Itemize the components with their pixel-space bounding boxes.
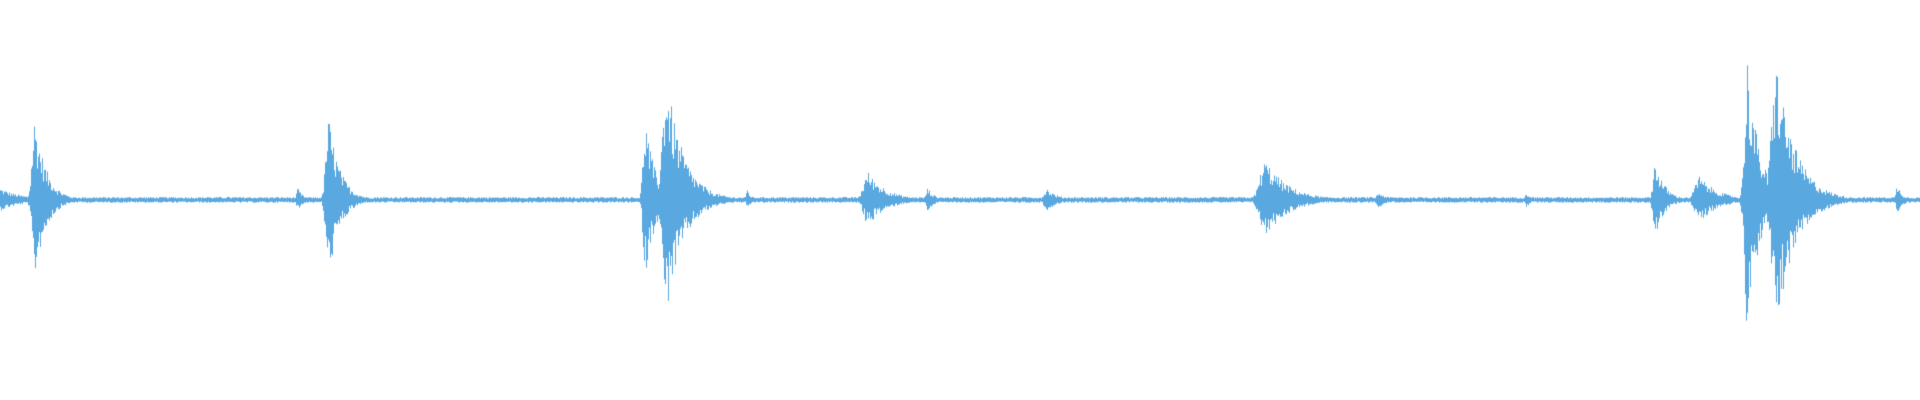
- audio-waveform[interactable]: [0, 0, 1920, 400]
